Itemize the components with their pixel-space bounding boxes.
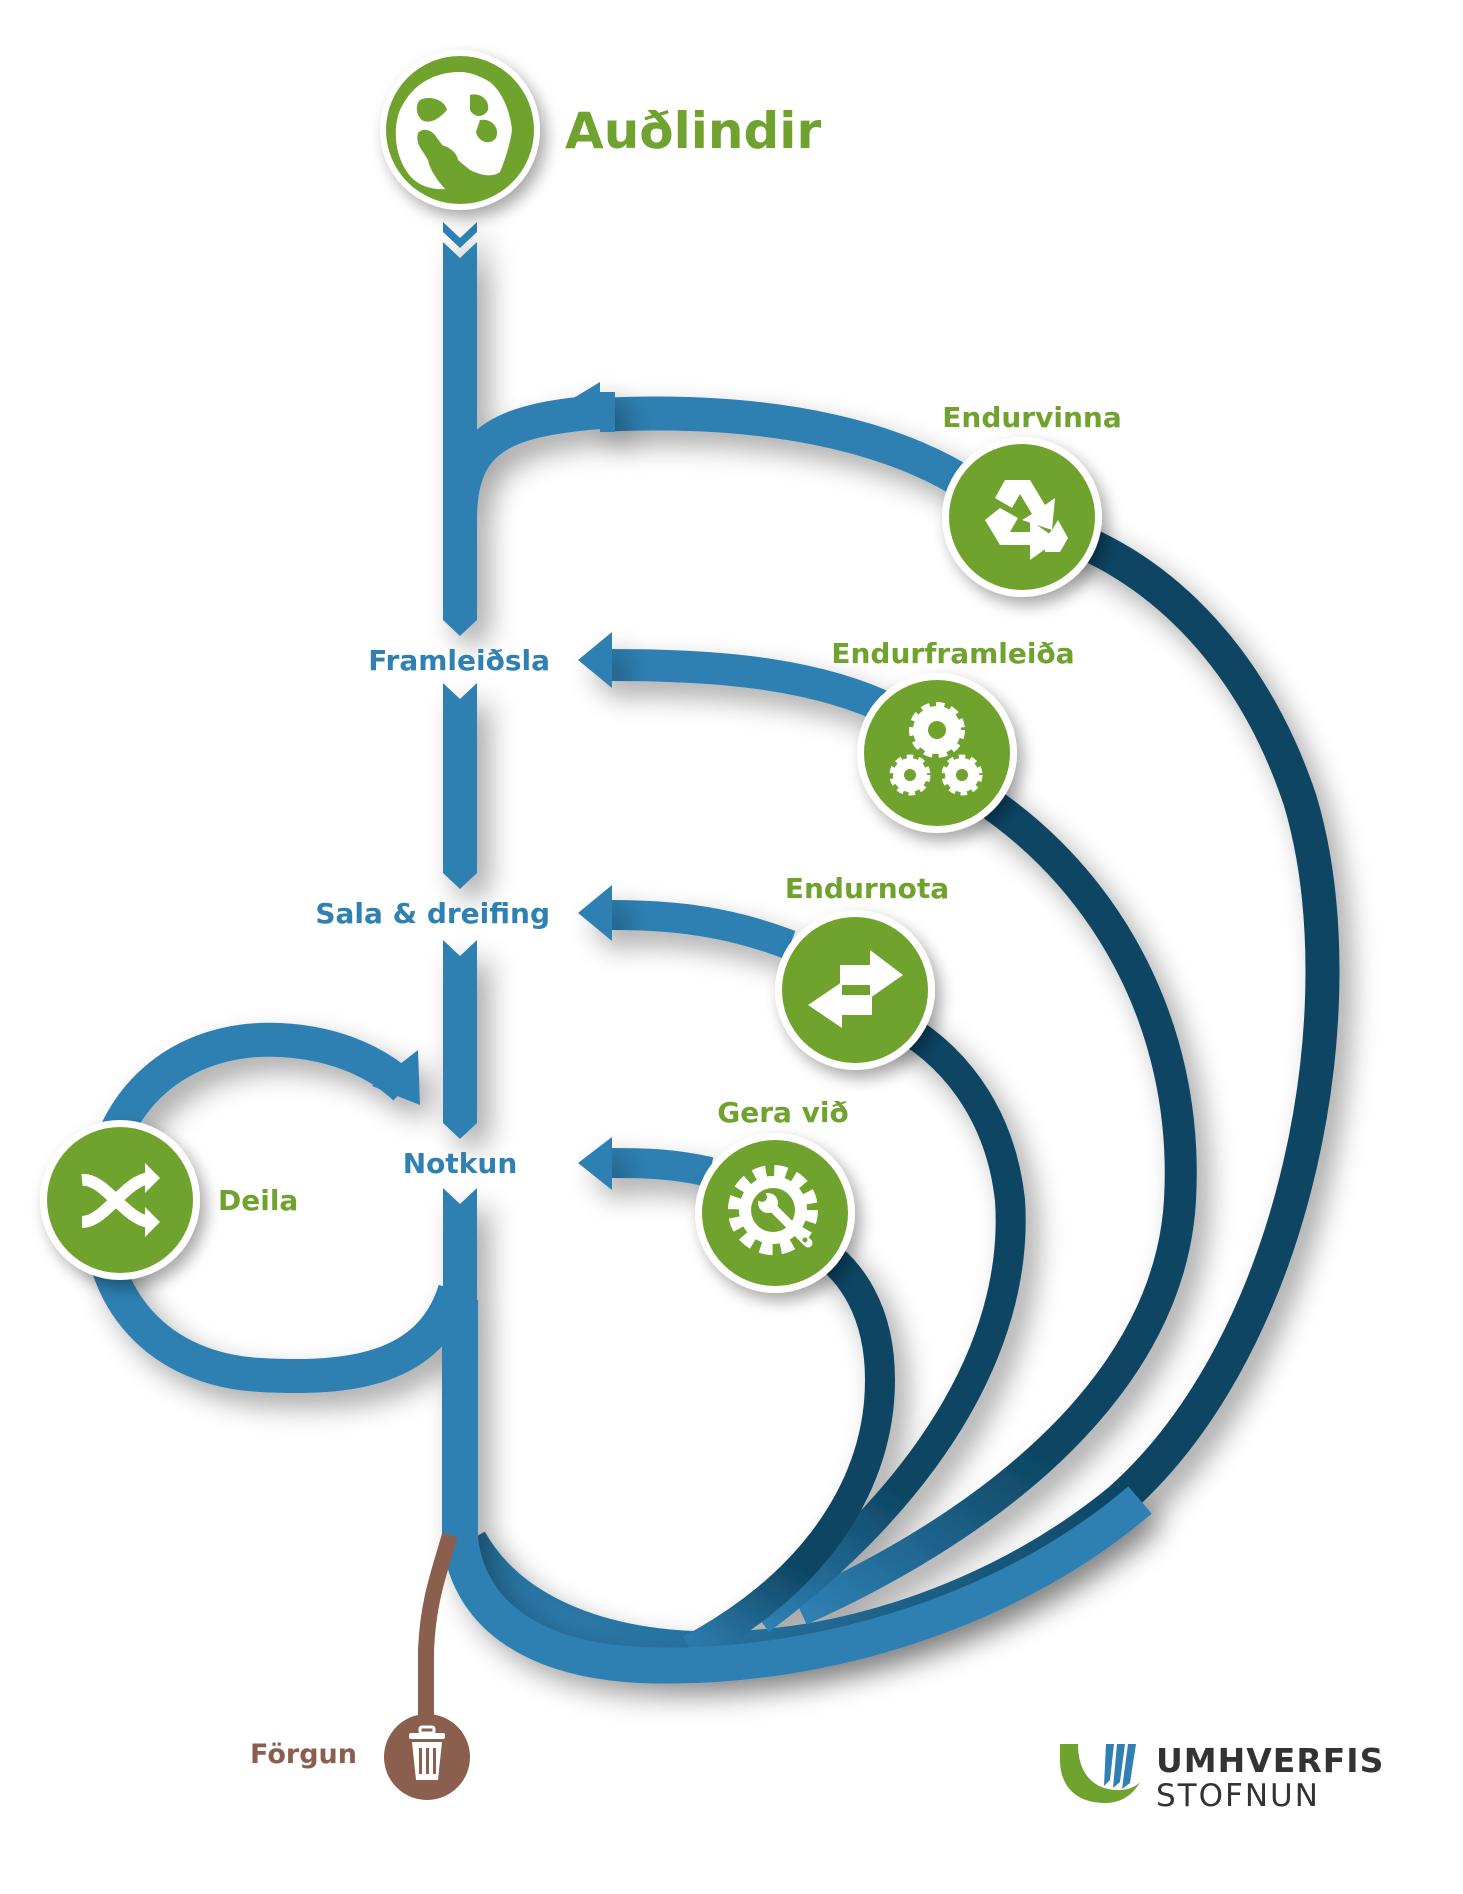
loop-endurnota-top xyxy=(609,900,796,960)
loop-geravid-top xyxy=(609,1148,714,1187)
stage-label-framleidsla: Framleiðsla xyxy=(368,644,550,677)
main-bottom-sweep xyxy=(442,1300,1152,1684)
recycle-icon xyxy=(985,480,1068,560)
loop-label-deila: Deila xyxy=(218,1184,298,1217)
main-junction-curve xyxy=(443,395,602,521)
node-geravid[interactable] xyxy=(695,1133,855,1293)
loop-deila-arrowhead xyxy=(372,1050,420,1105)
loop-label-geravid: Gera við xyxy=(717,1096,849,1129)
loop-geravid-path xyxy=(682,1237,896,1664)
loop-endurframleida-top xyxy=(609,649,887,720)
loop-endurnota-path xyxy=(750,1006,1026,1632)
flow-segment-4 xyxy=(443,1188,477,1310)
label-forgun: Förgun xyxy=(250,1739,357,1770)
arrowhead-sala xyxy=(578,885,612,941)
arrowhead-audlindir xyxy=(567,382,615,432)
flow-segment-3 xyxy=(443,940,477,1139)
umhverfisstofnun-logo[interactable]: UMHVERFIS STOFNUN xyxy=(1060,1741,1384,1814)
arrowhead-notkun xyxy=(578,1137,612,1190)
loop-label-endurframleida: Endurframleiða xyxy=(831,637,1074,670)
node-endurframleida[interactable] xyxy=(857,673,1017,833)
node-audlindir[interactable] xyxy=(380,50,540,210)
swap-arrows-icon xyxy=(808,950,903,1028)
return-loops xyxy=(455,396,1340,1666)
shuffle-icon xyxy=(81,1172,152,1228)
logo-mark-icon xyxy=(1060,1744,1140,1803)
flow-segment-1 xyxy=(443,242,477,636)
loop-label-endurvinna: Endurvinna xyxy=(942,401,1121,434)
main-flow xyxy=(82,222,1152,1684)
globe-icon xyxy=(395,72,512,190)
flow-chevron-top xyxy=(443,222,477,248)
flow-segment-2 xyxy=(443,683,477,889)
disposal-line xyxy=(418,1532,458,1715)
title-audlindir: Auðlindir xyxy=(565,102,821,160)
gears-icon xyxy=(889,702,983,796)
loop-endurframleida-path xyxy=(793,776,1197,1625)
trash-icon xyxy=(409,1725,445,1780)
arrowhead-framleidsla xyxy=(578,632,612,688)
loop-endurvinna-top xyxy=(599,396,969,495)
node-endurvinna[interactable] xyxy=(942,437,1102,597)
loop-label-endurnota: Endurnota xyxy=(785,872,949,905)
logo-line-1: UMHVERFIS xyxy=(1156,1741,1384,1780)
stage-label-sala: Sala & dreifing xyxy=(315,897,550,930)
node-forgun[interactable] xyxy=(384,1714,470,1800)
node-deila[interactable] xyxy=(40,1120,200,1280)
stage-label-notkun: Notkun xyxy=(403,1147,518,1180)
gear-wrench-icon xyxy=(728,1165,818,1255)
node-endurnota[interactable] xyxy=(775,910,935,1070)
logo-line-2: STOFNUN xyxy=(1156,1778,1320,1814)
